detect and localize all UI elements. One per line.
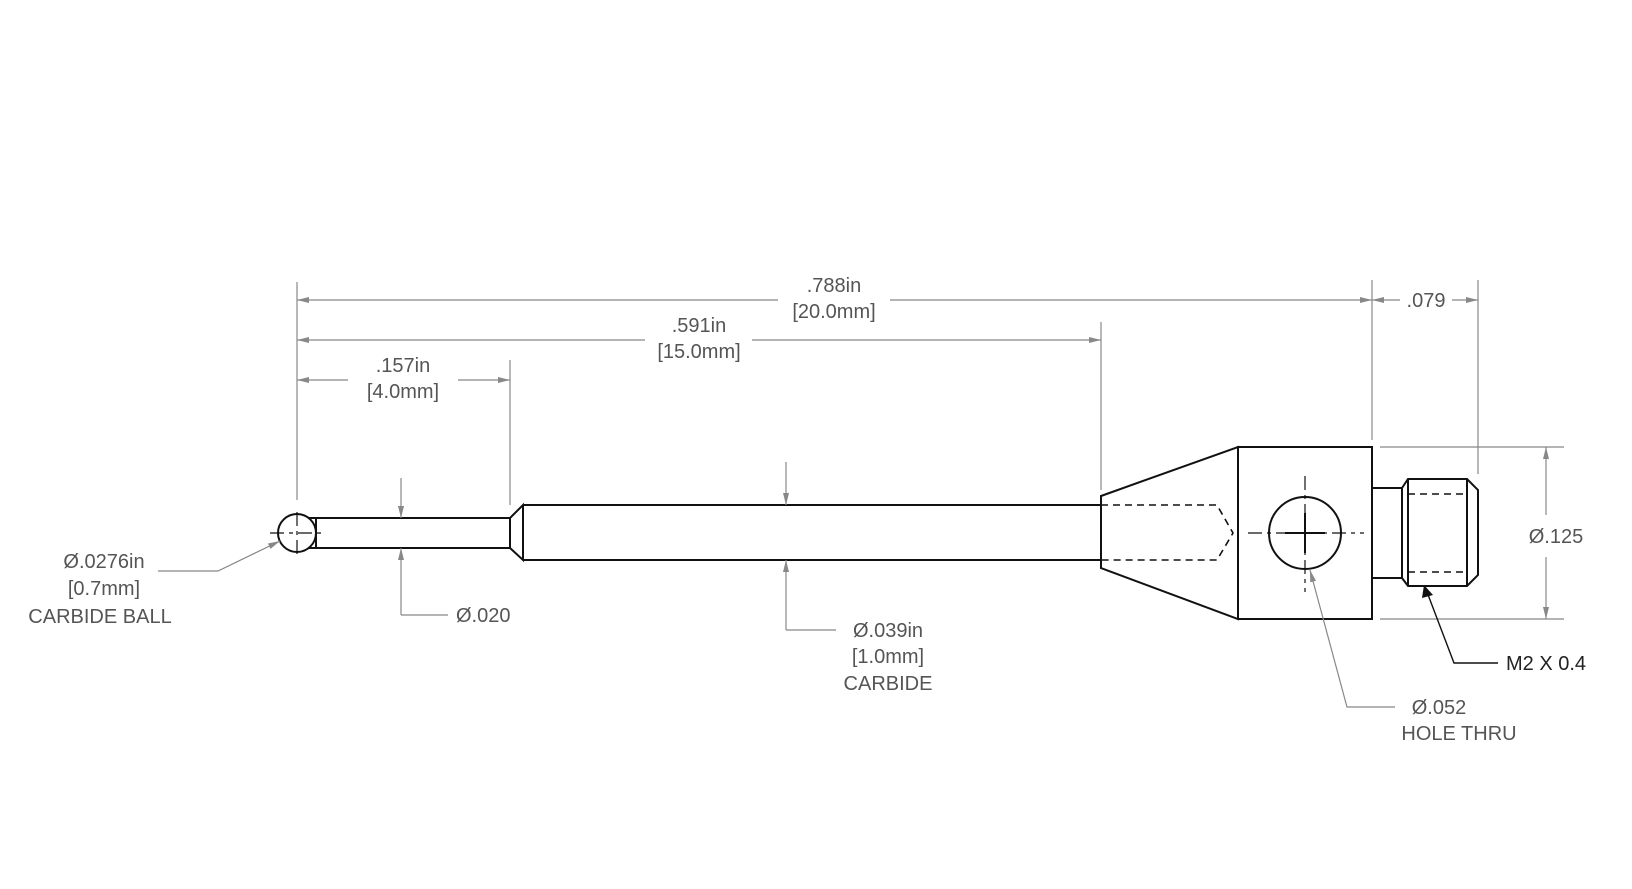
hole-note: HOLE THRU — [1401, 723, 1516, 745]
hole-diameter: Ø.052 — [1412, 697, 1466, 719]
overall-length-in: .788in — [807, 275, 862, 297]
stem-length-mm: [4.0mm] — [367, 381, 439, 403]
carbide-shaft — [523, 504, 1101, 561]
stylus-part — [270, 445, 1479, 621]
thread-leader — [1426, 591, 1498, 664]
thread-leader-arrow — [1422, 585, 1433, 598]
ball-material: CARBIDE BALL — [28, 606, 171, 628]
shaft-diameter-mm: [1.0mm] — [852, 646, 924, 668]
shaft-material: CARBIDE — [844, 673, 933, 695]
cone-section — [1100, 445, 1239, 621]
body-diameter: Ø.125 — [1529, 526, 1583, 548]
ball-diameter-in: Ø.0276in — [63, 551, 144, 573]
cone-length-in: .591in — [672, 315, 727, 337]
thin-stem — [309, 517, 511, 549]
square-body — [1237, 446, 1373, 620]
hidden-bore — [1101, 504, 1234, 561]
threaded-end — [1401, 478, 1479, 587]
shaft-diameter-in: Ø.039in — [853, 620, 923, 642]
stem-chamfer — [509, 502, 524, 563]
callout-labels: Ø.0276in [0.7mm] CARBIDE BALL Ø.039in [1… — [28, 551, 1586, 745]
dimension-lines — [158, 280, 1564, 708]
thread-spec: M2 X 0.4 — [1506, 653, 1586, 675]
thread-minor-lines — [1408, 493, 1467, 573]
ball-leader — [158, 540, 281, 572]
cone-length-mm: [15.0mm] — [657, 341, 740, 363]
overall-length-mm: [20.0mm] — [792, 301, 875, 323]
stem-length-in: .157in — [376, 355, 431, 377]
threaded-neck — [1372, 487, 1403, 579]
thread-length: .079 — [1407, 290, 1446, 312]
hole-leader — [1309, 569, 1395, 708]
dimension-labels: .788in [20.0mm] .591in [15.0mm] .157in [… — [367, 275, 1583, 627]
ball-diameter-mm: [0.7mm] — [68, 578, 140, 600]
stem-diameter: Ø.020 — [456, 605, 510, 627]
